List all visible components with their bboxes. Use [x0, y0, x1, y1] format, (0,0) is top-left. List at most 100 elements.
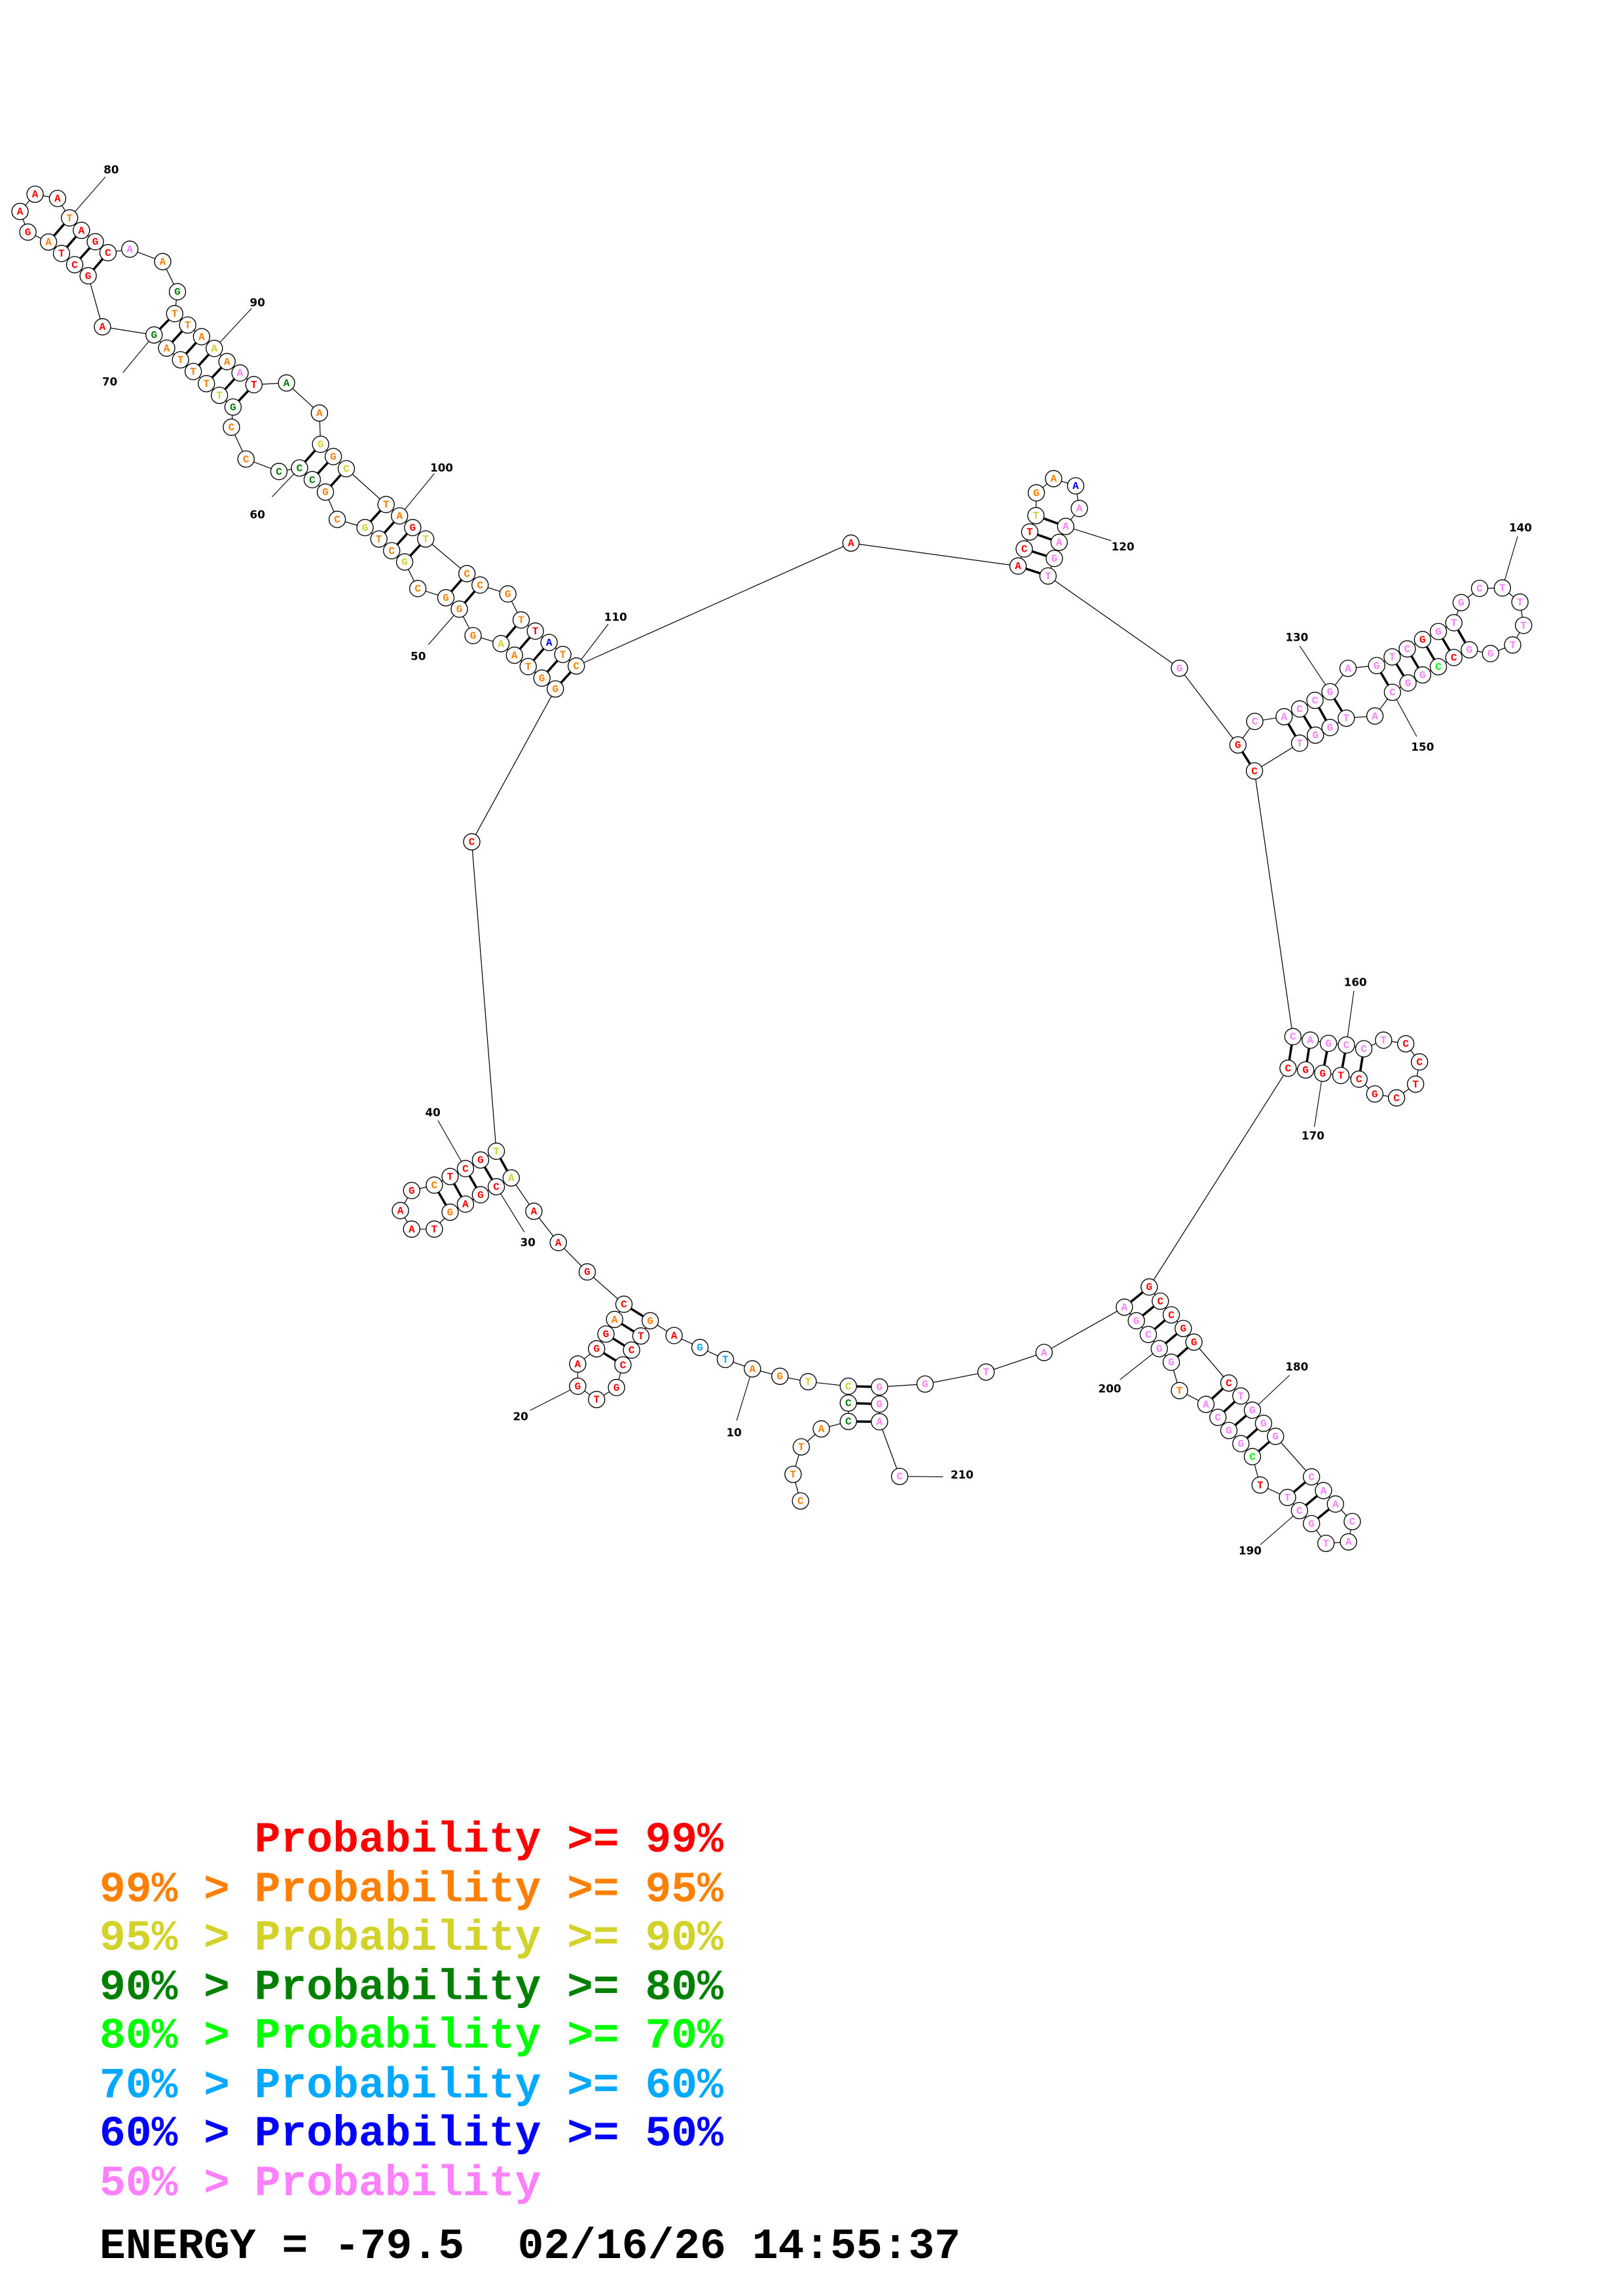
nucleotide-letter: T [1343, 713, 1350, 725]
nucleotide-letter: C [1356, 1074, 1362, 1086]
nucleotide-letter: T [1338, 1070, 1344, 1082]
base-pair-bond [437, 1191, 447, 1206]
nucleotide: G [316, 483, 335, 501]
nucleotide: C [456, 1160, 475, 1177]
nucleotide: G [771, 1367, 789, 1385]
nucleotide: T [588, 1391, 606, 1408]
nucleotide-letter: C [629, 1345, 635, 1357]
nucleotide-letter: T [1510, 639, 1516, 651]
nucleotide-letter: G [1312, 730, 1319, 742]
nucleotide-letter: C [276, 466, 282, 478]
nucleotide-letter: G [1272, 1431, 1279, 1443]
nucleotide-circle [312, 435, 329, 453]
timestamp: 02/16/26 14:55:37 [518, 2222, 960, 2271]
nucleotide-letter: T [1517, 597, 1523, 609]
nucleotide-letter: C [1214, 1412, 1221, 1424]
nucleotide-circle [1197, 1395, 1215, 1413]
position-label: 140 [1509, 521, 1532, 534]
base-pair-bond [621, 1323, 635, 1333]
legend-text-4: Probability >= 70% [255, 2011, 723, 2060]
nucleotide: C [1343, 1513, 1361, 1530]
nucleotide: A [391, 507, 409, 525]
nucleotide-letter: A [164, 343, 170, 355]
backbone-segment [471, 689, 556, 842]
nucleotide-circle [1279, 1488, 1296, 1507]
nucleotide-letter: C [493, 1181, 500, 1193]
nucleotide: C [839, 1412, 857, 1430]
nucleotide-circle [606, 1310, 623, 1329]
nucleotide-letter: T [1238, 1391, 1245, 1403]
nucleotide-letter: A [1203, 1399, 1209, 1411]
nucleotide-letter: C [1308, 1471, 1315, 1483]
nucleotide: C [1162, 1306, 1180, 1324]
nucleotide-letter: C [1402, 1039, 1409, 1050]
nucleotide-letter: T [376, 533, 382, 545]
nucleotide: A [231, 364, 249, 382]
nucleotide-circle [1116, 1298, 1133, 1316]
base-pair-bond [1246, 1427, 1258, 1439]
nucleotide-circle [1015, 540, 1033, 558]
nucleotide-circle [172, 351, 189, 368]
nucleotide: C [1303, 1468, 1321, 1486]
nucleotide-circle [1175, 1319, 1192, 1337]
nucleotide-circle [26, 185, 44, 203]
base-pair-bond [602, 1352, 617, 1362]
nucleotide-letter: T [58, 248, 65, 260]
nucleotide-circle [168, 283, 187, 300]
nucleotide-circle [1515, 617, 1533, 634]
nucleotide-circle [812, 1420, 830, 1438]
nucleotide-circle [1171, 659, 1188, 677]
nucleotide-letter: G [1320, 1068, 1326, 1080]
legend-text-6: Probability >= 50% [255, 2109, 723, 2159]
nucleotide-letter: G [877, 1399, 883, 1410]
nucleotide-letter: T [1499, 583, 1506, 594]
nucleotide-circle [839, 1377, 857, 1395]
nucleotide: G [533, 669, 551, 687]
nucleotide-circle [471, 1151, 490, 1169]
nucleotide-circle [1366, 1085, 1384, 1103]
nucleotide-circle [533, 669, 551, 687]
legend-text-3: Probability >= 80% [255, 1964, 723, 2013]
nucleotide-letter: G [1226, 1426, 1232, 1437]
nucleotide: T [1317, 1534, 1335, 1552]
nucleotide-circle [608, 1378, 625, 1397]
nucleotide: G [588, 1340, 606, 1357]
nucleotide-letter: G [1405, 677, 1412, 689]
nucleotide: G [1254, 1414, 1273, 1432]
nucleotide-letter: G [1238, 1439, 1245, 1450]
nucleotide-letter: T [1032, 511, 1039, 522]
position-label: 20 [513, 1410, 528, 1423]
nucleotide: T [370, 530, 388, 548]
nucleotide-circle [1290, 700, 1309, 718]
nucleotide: C [1290, 1501, 1309, 1520]
legend-prefix-3: 90% > [100, 1964, 230, 2013]
nucleotide-circle [179, 316, 196, 334]
nucleotide-circle [1290, 1501, 1309, 1520]
nucleotide-letter: G [322, 487, 329, 499]
nucleotide-circle [916, 1375, 934, 1393]
nucleotide: G [1232, 1435, 1250, 1452]
nucleotide-letter: G [1467, 645, 1473, 656]
nucleotide: A [1326, 1495, 1344, 1513]
nucleotide: C [1387, 1089, 1406, 1107]
nucleotide-letter: C [469, 836, 475, 848]
base-pair-bond [185, 342, 197, 355]
nucleotide-letter: G [477, 1155, 484, 1166]
nucleotide-circle [1461, 641, 1478, 658]
nucleotide-circle [1267, 1427, 1285, 1445]
nucleotide: G [1461, 641, 1478, 658]
nucleotide-letter: A [211, 343, 218, 355]
nucleotide-circle [890, 1467, 909, 1485]
nucleotide: T [245, 376, 263, 393]
backbone-segment [1194, 1342, 1230, 1384]
nucleotide-circle [1482, 645, 1499, 662]
probability-legend: Probability >= 99% 99% > Probability >= … [100, 1816, 723, 2208]
base-pair-bond [1305, 1495, 1319, 1507]
nucleotide: A [11, 202, 29, 221]
nucleotide-letter: G [1168, 1357, 1175, 1369]
backbone-segment [1044, 1306, 1125, 1353]
nucleotide-letter: C [1393, 1092, 1400, 1104]
nucleotide-circle [1246, 713, 1264, 730]
nucleotide-circle [245, 376, 263, 393]
nucleotide-letter: G [1487, 648, 1494, 660]
